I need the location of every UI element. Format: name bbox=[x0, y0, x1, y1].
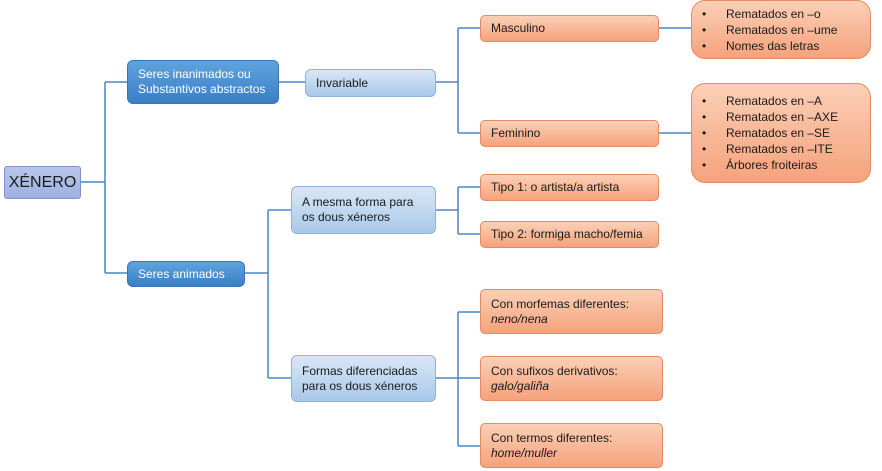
node-label: Masculino bbox=[491, 21, 546, 35]
list-item: • Rematados en –SE bbox=[702, 125, 870, 141]
bullet-list: • Rematados en –o • Rematados en –ume • Nom… bbox=[702, 6, 870, 54]
list-item: • Rematados en –ume bbox=[702, 22, 870, 38]
node-tipo-1: Tipo 1: o artista/a artista bbox=[480, 174, 659, 201]
node-label: Seres animados bbox=[138, 266, 225, 281]
node-label: Feminino bbox=[491, 126, 541, 140]
list-item: • Rematados en –o bbox=[702, 6, 870, 22]
bullet-icon: • bbox=[702, 22, 707, 37]
node-example: neno/nena bbox=[491, 311, 548, 326]
node-masculino: Masculino bbox=[480, 15, 659, 42]
node-morfemas-diferentes: Con morfemas diferentes: neno/nena bbox=[480, 289, 663, 334]
list-item-label: Rematados en –SE bbox=[726, 126, 831, 140]
root-label: XÉNERO bbox=[8, 174, 77, 191]
list-item-label: Rematados en –ume bbox=[726, 22, 838, 37]
bullet-list: • Rematados en –A • Rematados en –AXE • Rem… bbox=[702, 93, 870, 173]
node-example: galo/galiña bbox=[491, 378, 550, 393]
node-example: home/muller bbox=[491, 445, 558, 460]
bullet-icon: • bbox=[702, 38, 707, 53]
node-seres-inanimados: Seres inanimados ou Substantivos abstrac… bbox=[127, 60, 279, 104]
bullet-icon: • bbox=[702, 110, 707, 124]
node-label: Seres inanimados ou Substantivos abstrac… bbox=[138, 67, 266, 96]
list-item: • Nomes das letras bbox=[702, 38, 870, 54]
list-item: • Árbores froiteiras bbox=[702, 157, 870, 173]
list-item-label: Árbores froiteiras bbox=[726, 158, 818, 172]
node-label: Tipo 2: formiga macho/femia bbox=[491, 227, 643, 241]
list-item-label: Rematados en –o bbox=[726, 6, 821, 21]
node-termos-diferentes: Con termos diferentes: home/muller bbox=[480, 423, 663, 468]
bullet-icon: • bbox=[702, 6, 707, 21]
list-item-label: Nomes das letras bbox=[726, 38, 820, 53]
list-item: • Rematados en –AXE bbox=[702, 109, 870, 125]
node-label: A mesma forma para os dous xéneros bbox=[302, 195, 414, 224]
masculino-list: • Rematados en –o • Rematados en –ume • Nom… bbox=[691, 0, 871, 59]
bullet-icon: • bbox=[702, 126, 707, 140]
feminino-list: • Rematados en –A • Rematados en –AXE • Rem… bbox=[691, 83, 871, 183]
root-node-xenero: XÉNERO bbox=[4, 166, 81, 199]
node-seres-animados: Seres animados bbox=[127, 261, 245, 287]
bullet-icon: • bbox=[702, 158, 707, 172]
list-item-label: Rematados en –AXE bbox=[726, 110, 839, 124]
node-label: Tipo 1: o artista/a artista bbox=[491, 180, 620, 194]
node-label: Invariable bbox=[316, 75, 369, 90]
node-mesma-forma: A mesma forma para os dous xéneros bbox=[291, 186, 436, 234]
list-item: • Rematados en –ITE bbox=[702, 141, 870, 157]
node-label: Formas diferenciadas para os dous xénero… bbox=[302, 363, 418, 393]
node-label: Con sufixos derivativos: bbox=[491, 363, 618, 378]
node-label: Con morfemas diferentes: bbox=[491, 296, 630, 311]
node-label: Con termos diferentes: bbox=[491, 430, 613, 445]
node-feminino: Feminino bbox=[480, 120, 659, 147]
node-sufixos-derivativos: Con sufixos derivativos: galo/galiña bbox=[480, 356, 663, 401]
list-item-label: Rematados en –A bbox=[726, 94, 823, 108]
node-formas-diferenciadas: Formas diferenciadas para os dous xénero… bbox=[291, 355, 436, 402]
list-item: • Rematados en –A bbox=[702, 93, 870, 109]
bullet-icon: • bbox=[702, 142, 707, 156]
node-invariable: Invariable bbox=[305, 69, 436, 97]
bullet-icon: • bbox=[702, 94, 707, 108]
node-tipo-2: Tipo 2: formiga macho/femia bbox=[480, 221, 659, 248]
list-item-label: Rematados en –ITE bbox=[726, 142, 833, 156]
